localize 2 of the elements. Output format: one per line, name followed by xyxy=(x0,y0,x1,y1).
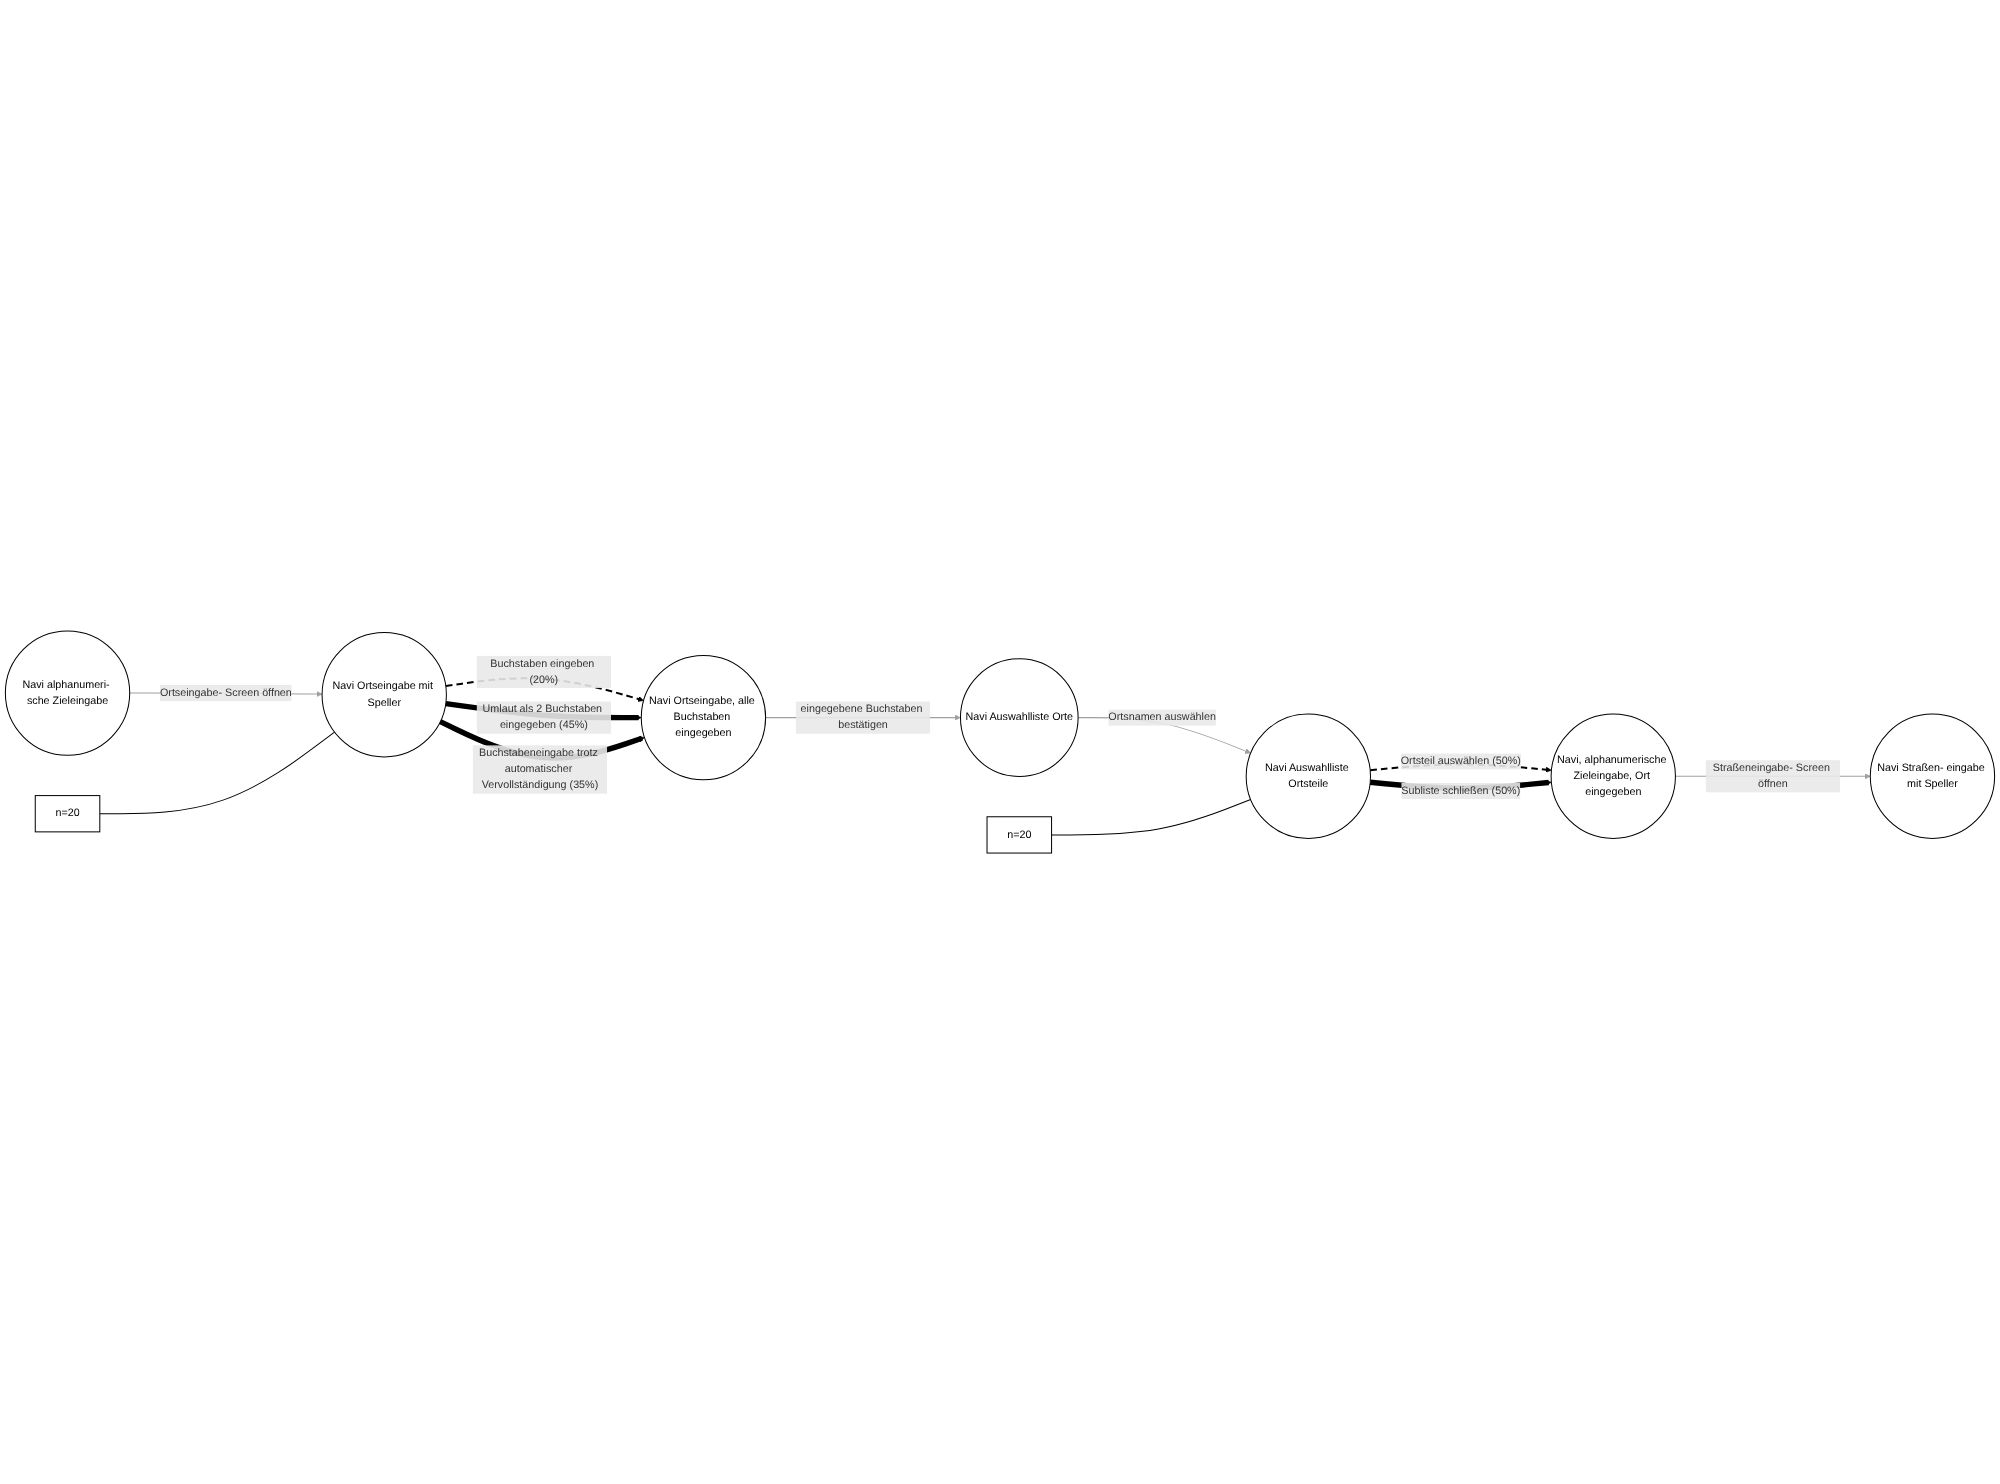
connector xyxy=(99,731,336,815)
connector xyxy=(1051,798,1252,836)
